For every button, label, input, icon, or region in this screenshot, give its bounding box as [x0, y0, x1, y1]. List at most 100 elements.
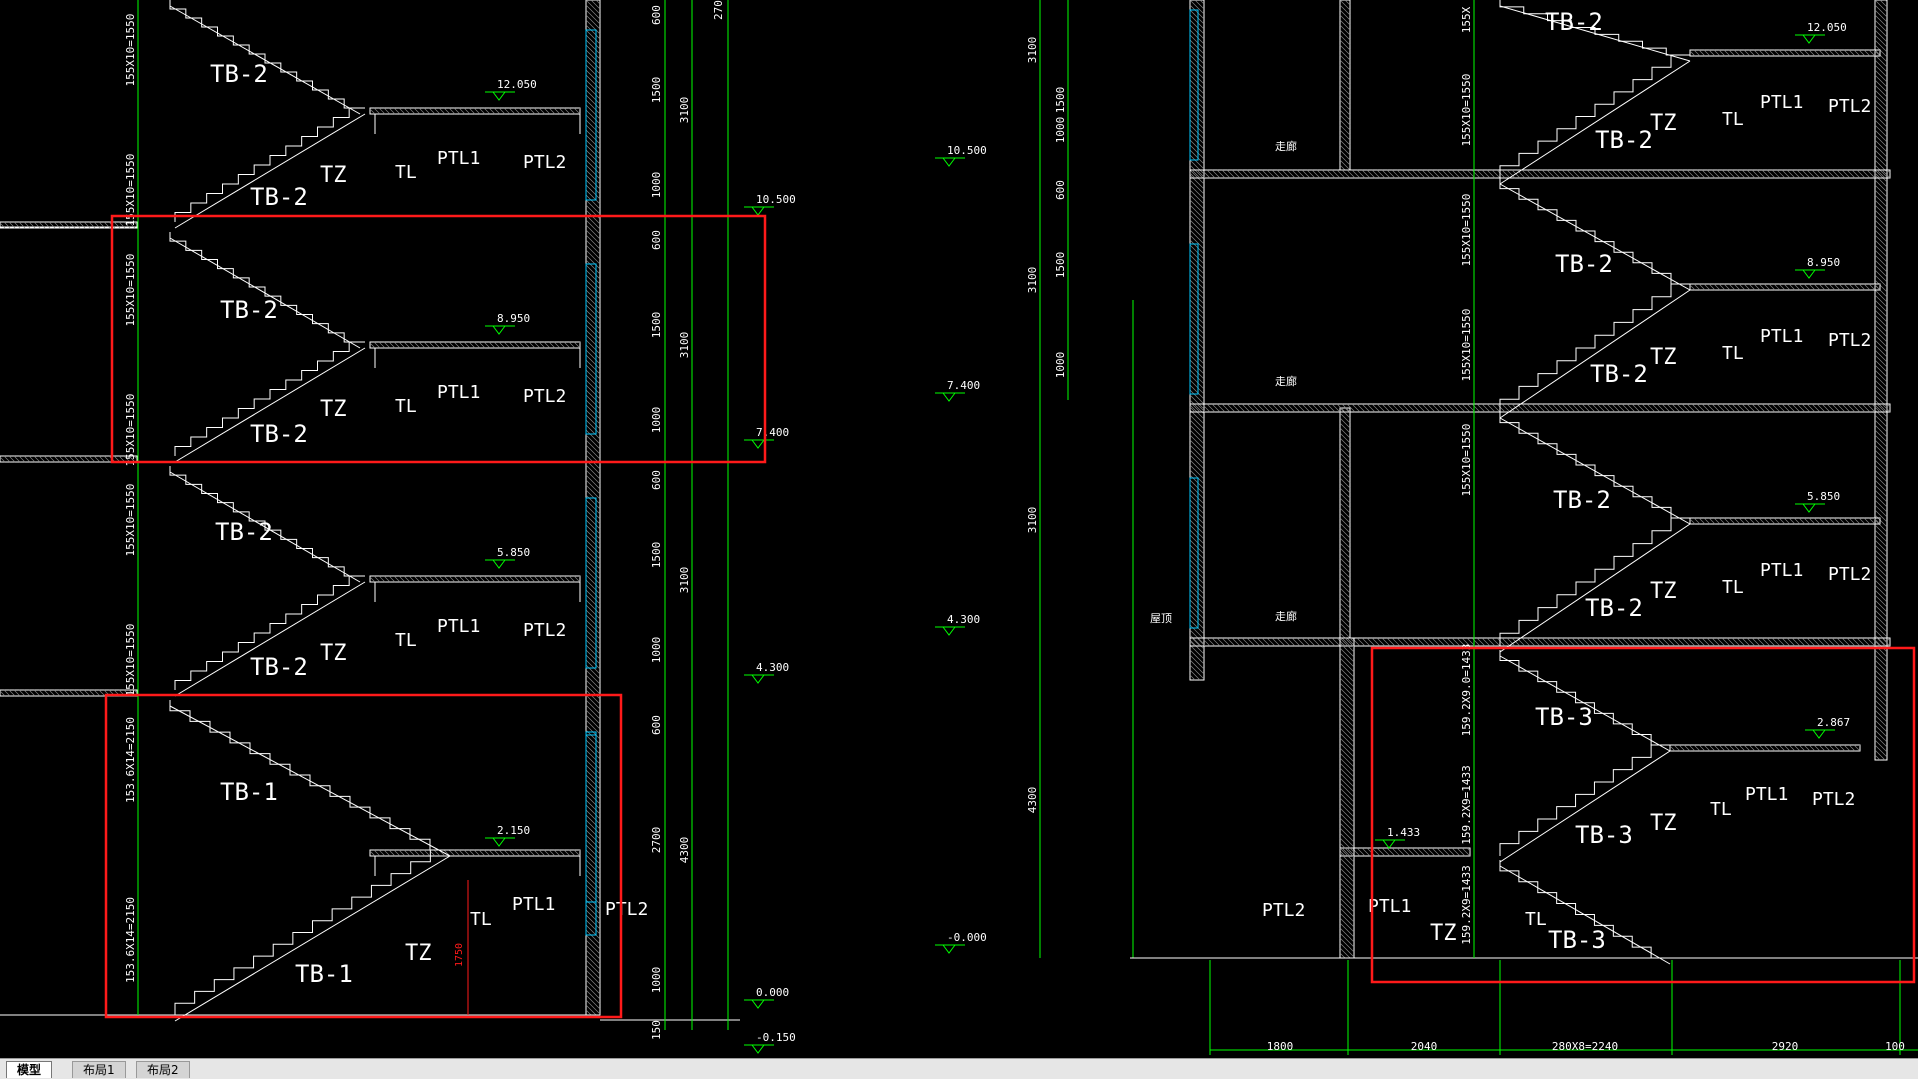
hatch-line [438, 341, 446, 349]
hatch-line [1211, 637, 1221, 647]
hatch-line [1446, 637, 1456, 647]
hatch-line [1211, 169, 1221, 179]
hatch-line [1339, 562, 1351, 574]
hatch-line [1851, 403, 1861, 413]
stair-soffit [1499, 60, 1691, 185]
hatch-line [453, 575, 461, 583]
hatch-line [585, 249, 601, 265]
tab-model[interactable]: 模型 [6, 1061, 53, 1078]
hatch-line [1843, 283, 1851, 291]
hatch-line [1721, 637, 1731, 647]
hatch-line [433, 575, 441, 583]
hatch-line [1808, 517, 1816, 525]
hatch-line [38, 689, 46, 697]
hatch-line [1691, 637, 1701, 647]
hatch-line [585, 994, 601, 1010]
hatch-line [1673, 744, 1681, 752]
hatch-line [1526, 403, 1536, 413]
hatch-line [1189, 84, 1205, 100]
hatch-line [1778, 517, 1786, 525]
hatch-line [1189, 279, 1205, 295]
hatch-line [1611, 403, 1621, 413]
hatch-line [1874, 164, 1888, 178]
hatch-line [585, 474, 601, 490]
flight-label: TB-2 [210, 60, 268, 88]
hatch-line [1738, 49, 1746, 57]
hatch-line [1771, 169, 1781, 179]
hatch-line [373, 107, 381, 115]
hatch-line [1874, 344, 1888, 358]
tab-layout2[interactable]: 布局2 [136, 1061, 190, 1078]
hatch-line [523, 849, 531, 857]
flight-tb2 [1499, 178, 1690, 285]
elev-triangle [751, 674, 765, 684]
floor-dim: 3100 [678, 332, 691, 359]
hatch-line [1206, 637, 1216, 647]
hatch-line [1741, 403, 1751, 413]
hatch-line [585, 799, 601, 815]
hatch-line [585, 444, 601, 460]
hatch-line [1838, 517, 1846, 525]
stair-dim: 155X10=1550 [124, 154, 137, 227]
hatch-line [73, 689, 81, 697]
tab-layout1[interactable]: 布局1 [72, 1061, 126, 1078]
storey-elevation: 7.400 [947, 379, 980, 392]
hatch-line [1776, 403, 1786, 413]
hatch-line [585, 74, 601, 90]
floor-dim: 3100 [678, 567, 691, 594]
hatch-line [1189, 374, 1205, 390]
hatch-line [585, 704, 601, 720]
hatch-line [1339, 637, 1355, 653]
hatch-line [93, 689, 101, 697]
landing-level: 5.850 [497, 546, 530, 559]
hatch-line [1436, 403, 1446, 413]
storey-elevation: 4.300 [947, 613, 980, 626]
hatch-line [585, 309, 601, 325]
hatch-line [585, 39, 601, 55]
hatch-line [1189, 519, 1205, 535]
hatch-line [1189, 159, 1205, 175]
hatch-line [423, 341, 431, 349]
hatch-line [1189, 199, 1205, 215]
hatch-line [1189, 0, 1205, 15]
hatch-line [1874, 109, 1888, 123]
hatch-line [1874, 19, 1888, 33]
hatch-line [1339, 487, 1351, 499]
hatch-line [585, 499, 601, 515]
hatch-line [1874, 569, 1888, 583]
hatch-line [1189, 434, 1205, 450]
hatch-line [1713, 517, 1721, 525]
hatch-line [1189, 172, 1196, 179]
hatch-line [408, 107, 416, 115]
hatch-line [1231, 637, 1241, 647]
tl-label: TL [1525, 909, 1547, 930]
flight-tb2 [1499, 412, 1690, 519]
hatch-line [1823, 517, 1831, 525]
landing-level: 2.150 [497, 824, 530, 837]
hatch-line [1189, 534, 1205, 550]
hatch-line [1311, 403, 1321, 413]
hatch-line [13, 221, 21, 229]
hatch-line [373, 849, 381, 857]
hatch-line [1236, 403, 1246, 413]
hatch-line [1706, 637, 1716, 647]
ptl1-label: PTL1 [437, 382, 480, 403]
hatch-line [585, 769, 601, 785]
tl-label: TL [395, 396, 417, 417]
hatch-line [1189, 299, 1205, 315]
hatch-line [1366, 403, 1376, 413]
hatch-line [1661, 403, 1671, 413]
hatch-line [1189, 259, 1205, 275]
hatch-line [1733, 744, 1741, 752]
hatch-line [1874, 64, 1888, 78]
hatch-line [1189, 134, 1205, 150]
hatch-line [1339, 907, 1355, 923]
hatch-line [1189, 489, 1205, 505]
hatch-line [1339, 592, 1351, 604]
hatch-line [483, 341, 491, 349]
hatch-line [1879, 0, 1888, 8]
hatch-line [1681, 403, 1691, 413]
hatch-line [1339, 159, 1351, 171]
hatch-line [478, 107, 486, 115]
